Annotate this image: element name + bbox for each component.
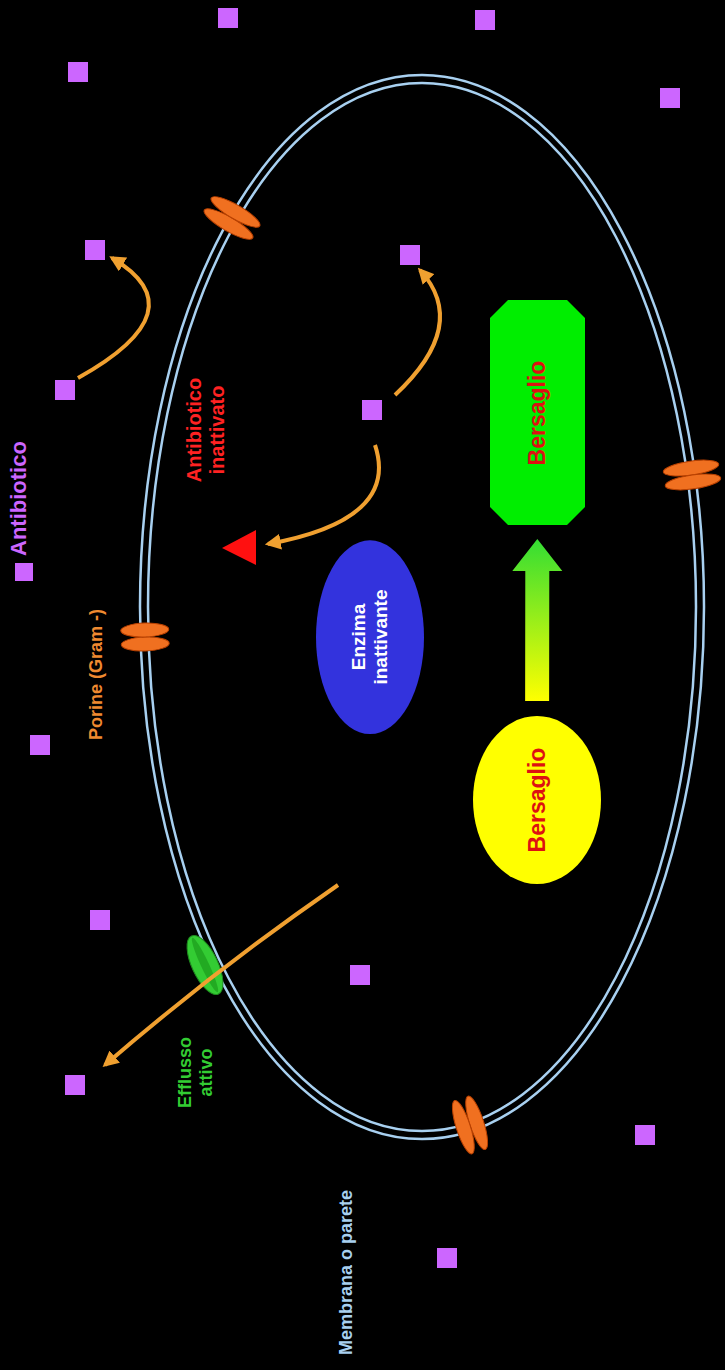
node-shape [490, 301, 585, 526]
node-text: Enzima inattivante [348, 572, 392, 702]
porin-label: Porine (Gram -) [86, 609, 107, 740]
target-circle: Bersaglio [472, 715, 602, 885]
inactivation-arrow [268, 445, 379, 544]
entry-arrow [78, 258, 149, 378]
efflux-label: Efflusso attivo [175, 1025, 216, 1120]
antibiotic-squares [30, 8, 680, 1268]
node-text: Bersaglio [524, 748, 550, 853]
porin-label-box: Porine (Gram -) [86, 609, 107, 740]
porin [201, 192, 263, 244]
porin [662, 457, 721, 493]
inactivated-triangle [222, 530, 256, 565]
inactivated-label: Antibiotico inattivato [183, 350, 229, 510]
inactivated-label-box: Antibiotico inattivato [183, 350, 229, 510]
efflux-label-box: Efflusso attivo [175, 1025, 216, 1120]
efflux-arrow [105, 885, 338, 1065]
target-octagon: Bersaglio [490, 301, 585, 526]
legend-text: Antibiotico [6, 441, 31, 556]
porin [448, 1094, 492, 1156]
target-arrow [395, 270, 440, 395]
membrane-label-box: Membrana o parete [336, 1190, 357, 1355]
node-shape [316, 540, 424, 734]
efflux-pump [180, 931, 231, 1000]
porin [121, 622, 170, 652]
legend-swatch [15, 563, 33, 581]
node-text: Bersaglio [524, 361, 550, 466]
node-shape [473, 716, 601, 884]
membrane-outer [140, 75, 704, 1139]
membrane-label: Membrana o parete [336, 1190, 357, 1355]
legend-entry: Antibiotico [6, 441, 31, 556]
enzyme-ellipse: Enzima inattivante [315, 539, 425, 735]
membrane-inner [148, 83, 696, 1131]
gradient-arrow [512, 539, 562, 701]
